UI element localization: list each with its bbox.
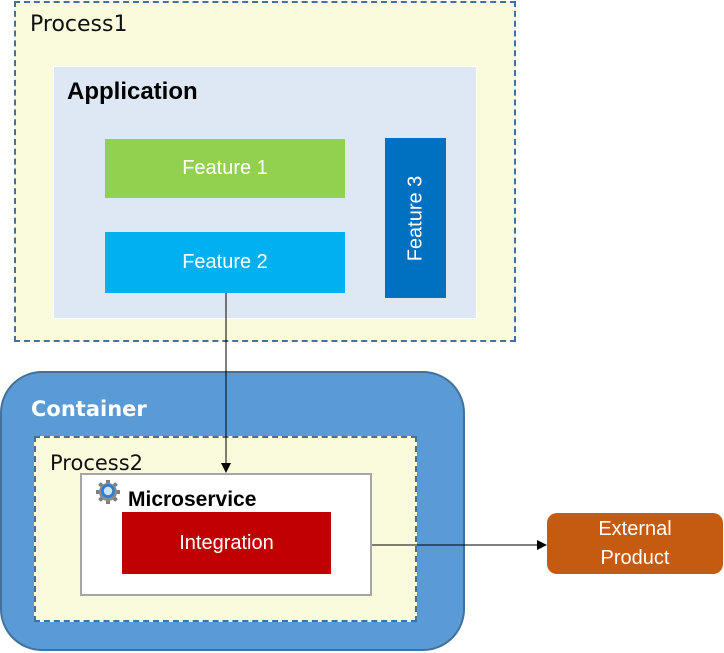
external-product-label-line1: External: [598, 517, 672, 540]
feature-2-box[interactable]: Feature 2: [105, 232, 345, 293]
feature-3-box[interactable]: Feature 3: [385, 138, 446, 298]
feature-1-label: Feature 1: [182, 157, 268, 179]
gear-icon: [96, 480, 120, 504]
microservice-label: Microservice: [128, 488, 257, 511]
application-label: Application: [67, 78, 198, 105]
external-product-label-line2: Product: [600, 546, 670, 569]
process1-label: Process1: [30, 12, 128, 37]
feature-2-label: Feature 2: [182, 251, 268, 273]
integration-box[interactable]: Integration: [122, 512, 331, 574]
feature-1-box[interactable]: Feature 1: [105, 139, 345, 198]
process2-label: Process2: [50, 451, 144, 475]
integration-label: Integration: [179, 531, 274, 554]
external-product-box[interactable]: External Product: [547, 513, 723, 574]
container-label: Container: [31, 397, 147, 421]
